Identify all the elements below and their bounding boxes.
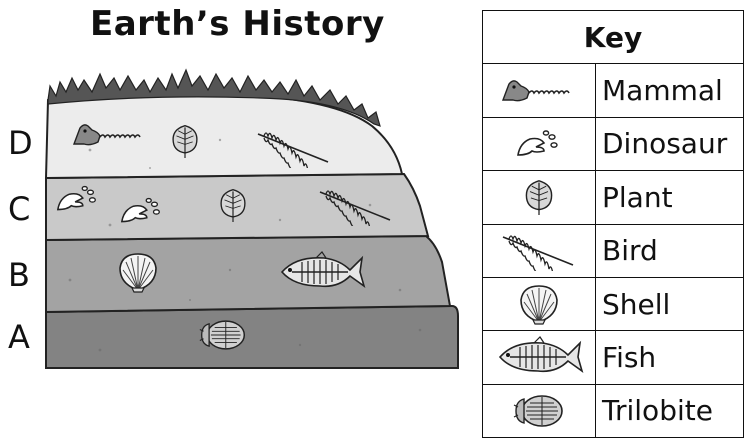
- key-row: Shell: [483, 277, 744, 330]
- key-row: Dinosaur: [483, 117, 744, 170]
- mammal-icon: [496, 74, 582, 108]
- layer-a-trilobite-fossil: [200, 321, 244, 349]
- layer-b: [46, 236, 450, 312]
- shell-icon: [516, 282, 562, 326]
- bird-icon: [496, 231, 582, 271]
- key-label-trilobite: Trilobite: [596, 384, 744, 437]
- key-row: Plant: [483, 171, 744, 224]
- key-row: Fish: [483, 331, 744, 384]
- key-label-fish: Fish: [596, 331, 744, 384]
- trilobite-icon: [509, 389, 569, 433]
- key-label-plant: Plant: [596, 171, 744, 224]
- layer-label-c: C: [8, 190, 30, 228]
- plant-icon: [519, 176, 559, 218]
- fish-icon: [493, 335, 585, 379]
- layer-label-a: A: [8, 318, 30, 356]
- fossil-key-table: Key Mammal Dinosaur Plant Bird Shell Fis…: [482, 10, 744, 438]
- rock-strata-diagram: [0, 0, 470, 439]
- key-header: Key: [483, 11, 744, 64]
- key-label-bird: Bird: [596, 224, 744, 277]
- layer-label-b: B: [8, 256, 30, 294]
- dinosaur-icon: [511, 127, 567, 161]
- key-label-shell: Shell: [596, 277, 744, 330]
- key-label-mammal: Mammal: [596, 64, 744, 117]
- key-label-dinosaur: Dinosaur: [596, 117, 744, 170]
- layer-label-d: D: [8, 124, 33, 162]
- layer-a: [46, 306, 458, 368]
- key-row: Trilobite: [483, 384, 744, 437]
- key-row: Mammal: [483, 64, 744, 117]
- key-row: Bird: [483, 224, 744, 277]
